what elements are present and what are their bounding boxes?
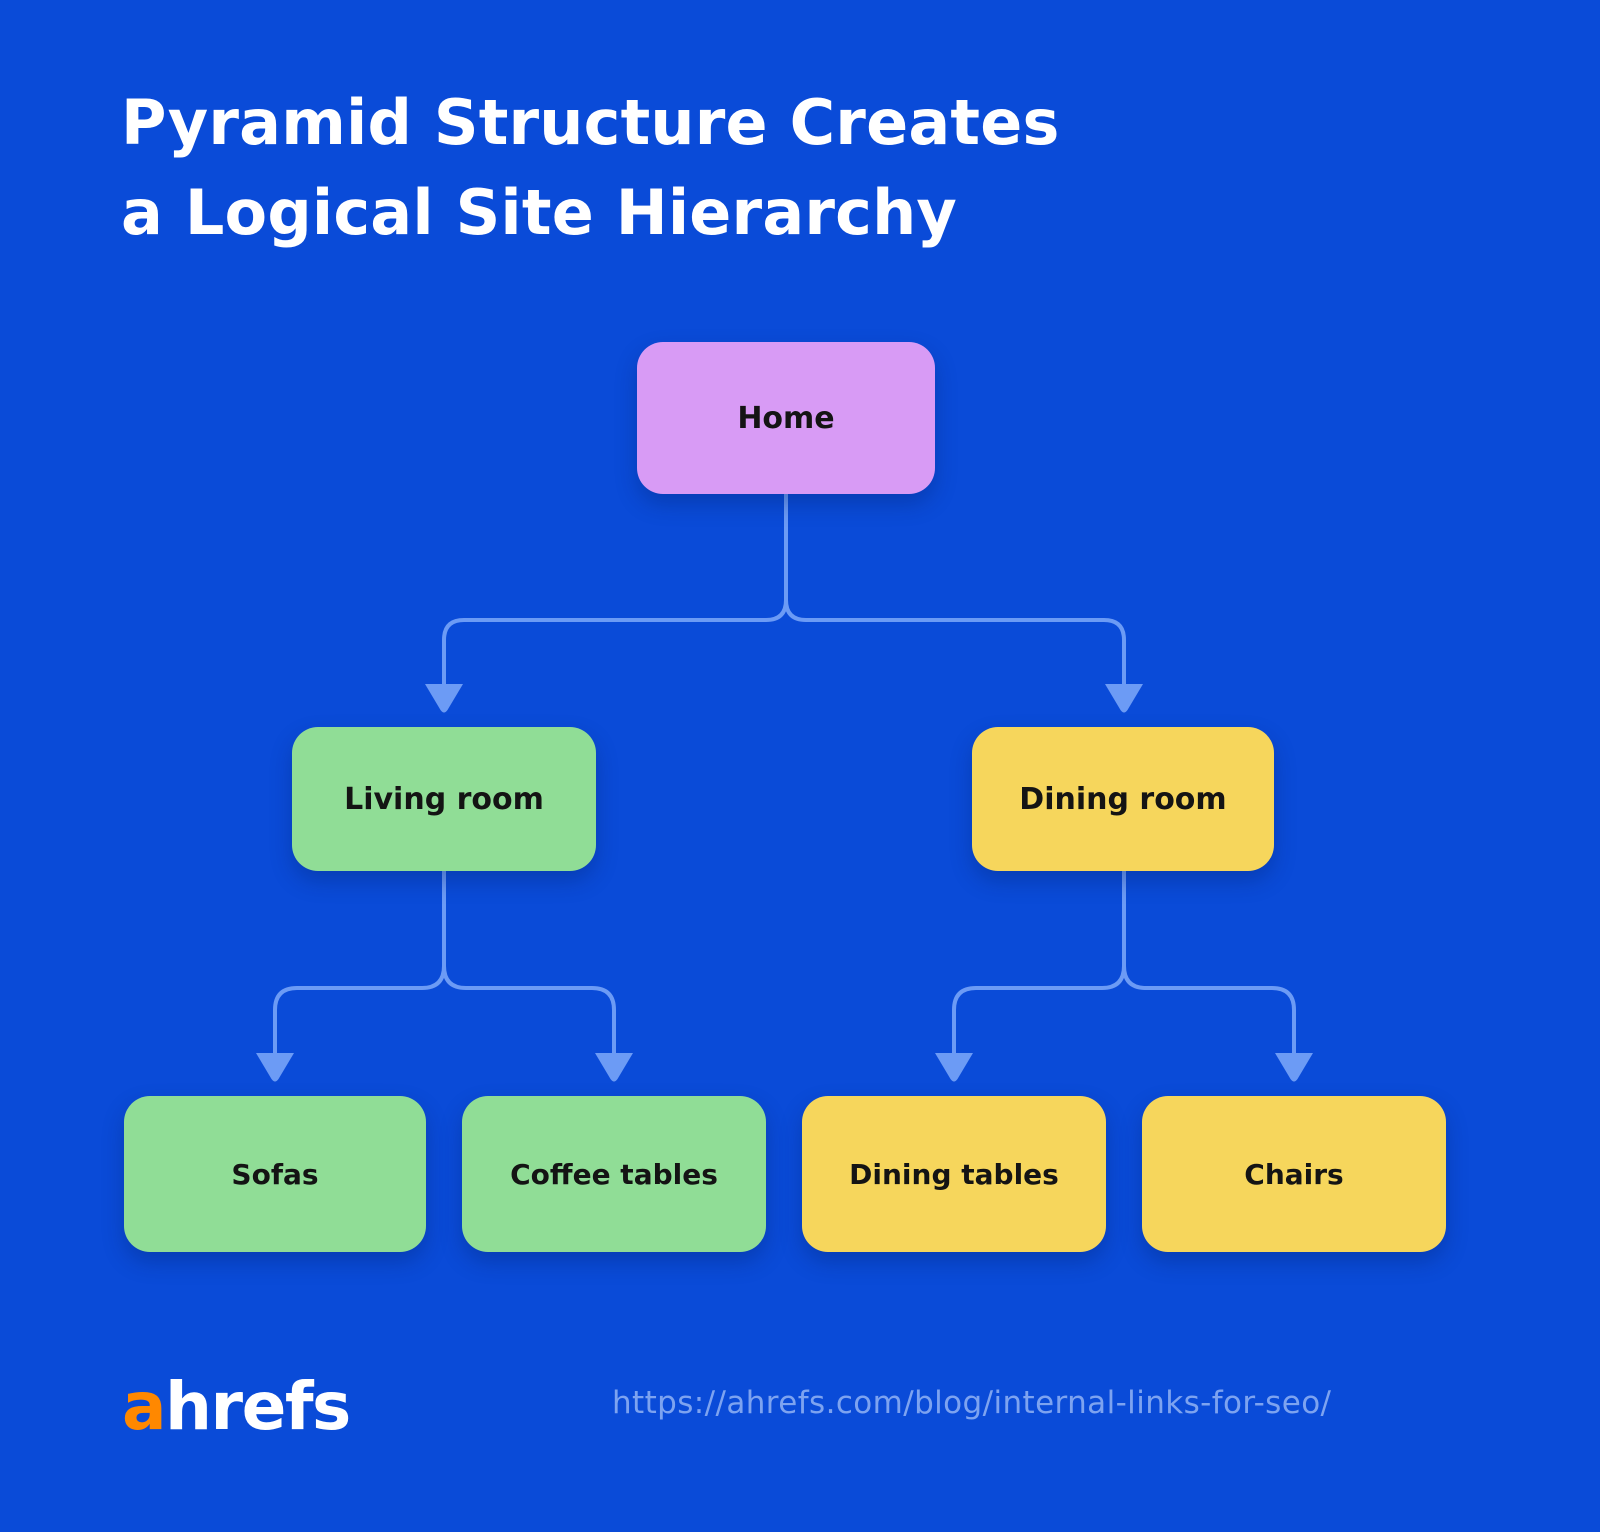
arrowhead-living-room — [425, 684, 463, 713]
logo-text-hrefs: hrefs — [165, 1368, 351, 1445]
arrowhead-coffee-tables — [595, 1053, 633, 1082]
node-coffee-tables[interactable]: Coffee tables — [462, 1096, 766, 1252]
source-url[interactable]: https://ahrefs.com/blog/internal-links-f… — [612, 1385, 1332, 1421]
arrowhead-chairs — [1275, 1053, 1313, 1082]
edge-home-living-room — [442, 492, 788, 686]
node-sofas[interactable]: Sofas — [124, 1096, 426, 1252]
logo-letter-a: a — [122, 1368, 167, 1445]
node-dining-tables[interactable]: Dining tables — [802, 1096, 1106, 1252]
edge-dining-room-dining-tables — [952, 869, 1126, 1055]
node-home[interactable]: Home — [637, 342, 935, 494]
node-chairs[interactable]: Chairs — [1142, 1096, 1446, 1252]
edge-dining-room-chairs — [1122, 869, 1296, 1055]
node-dining-room[interactable]: Dining room — [972, 727, 1274, 871]
node-living-room[interactable]: Living room — [292, 727, 596, 871]
edge-living-room-coffee-tables — [442, 869, 616, 1055]
arrowhead-dining-room — [1105, 684, 1143, 713]
edge-home-dining-room — [784, 492, 1126, 686]
edge-living-room-sofas — [273, 869, 446, 1055]
arrowhead-sofas — [256, 1053, 294, 1082]
page-title: Pyramid Structure Creates a Logical Site… — [121, 86, 1060, 249]
arrowhead-dining-tables — [935, 1053, 973, 1082]
